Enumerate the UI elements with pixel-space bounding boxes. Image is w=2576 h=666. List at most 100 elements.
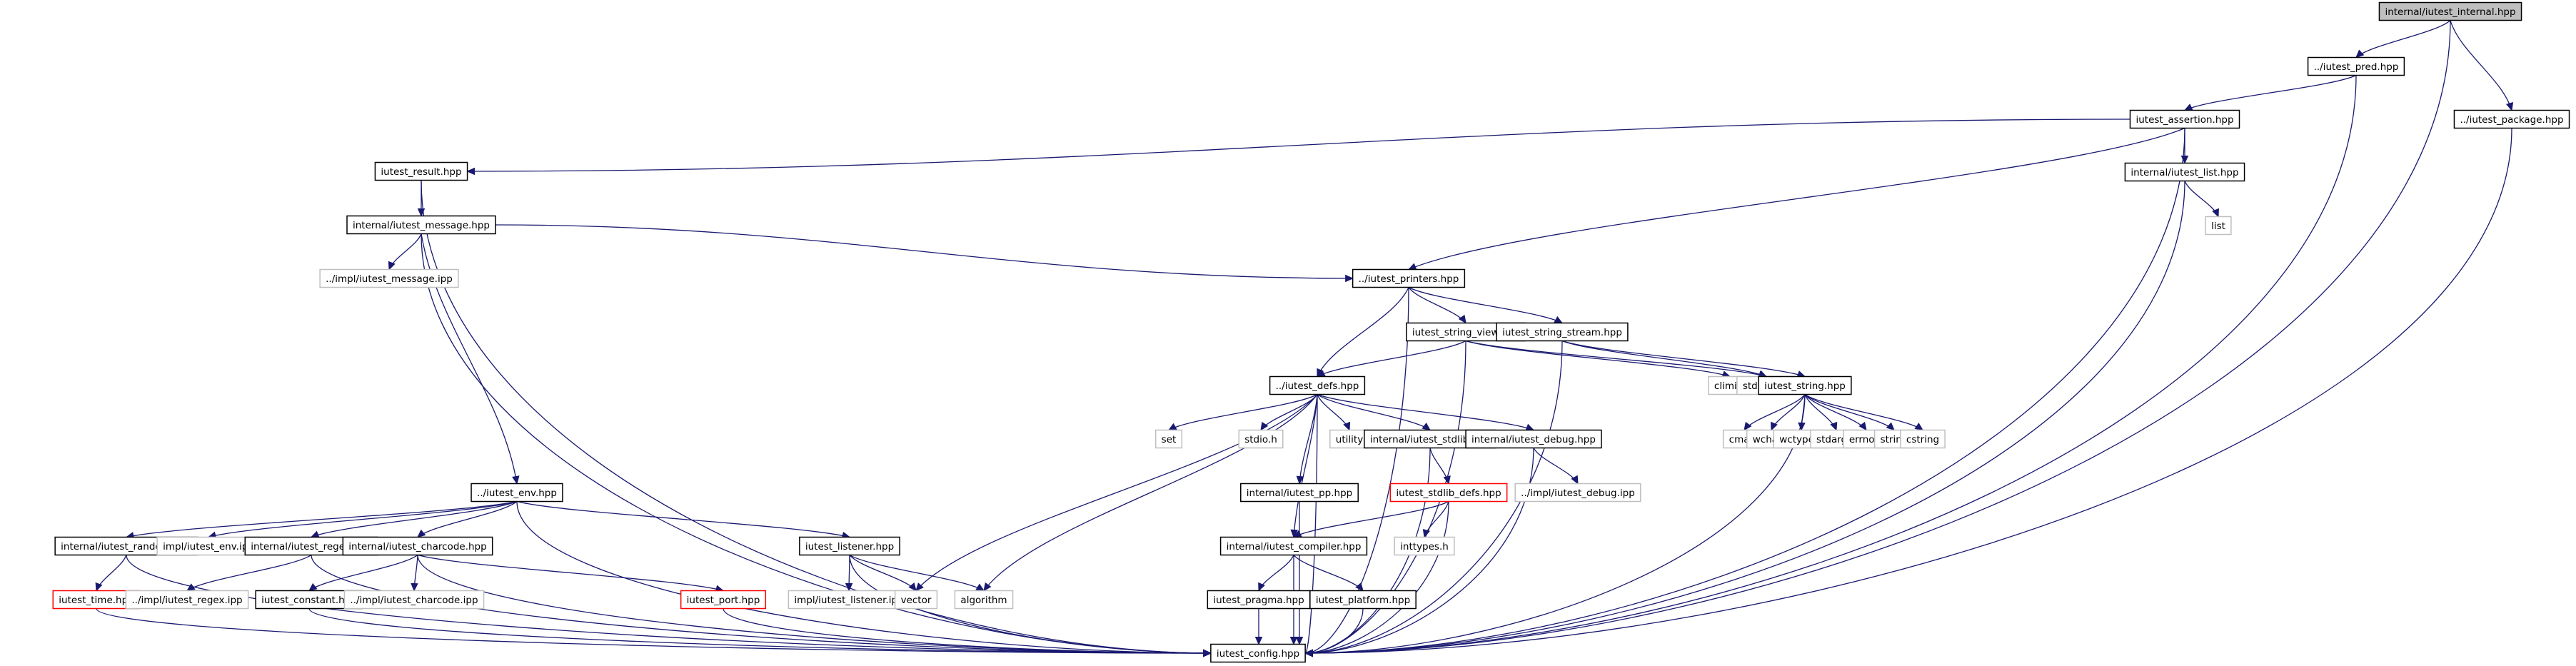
edge-line [849, 555, 917, 591]
node-label: list [2211, 221, 2225, 232]
arrowhead-icon [466, 167, 476, 176]
edge-list-hpp-to-config [1304, 181, 2185, 657]
node-box [374, 161, 468, 181]
node-box [1514, 483, 1641, 503]
node-box [2205, 216, 2232, 236]
edge-message-to-printers [495, 224, 1354, 283]
edge-line [308, 554, 418, 592]
edge-line [417, 554, 724, 592]
arrowhead-icon [1771, 421, 1778, 431]
graph-node-time[interactable]: iutest_time.hpp [52, 590, 141, 610]
edge-string-hpp-to-cstring [1804, 393, 1923, 431]
edge-string-view-to-stdexcept [1465, 340, 1768, 378]
node-box [680, 590, 767, 610]
graph-node-string-hpp[interactable]: iutest_string.hpp [1758, 375, 1852, 395]
graph-node-list-hpp[interactable]: internal/iutest_list.hpp [2124, 162, 2245, 182]
node-label: internal/iutest_regex.hpp [251, 541, 372, 553]
node-label: iutest_assertion.hpp [2135, 114, 2233, 126]
edge-message-to-message-ipp [388, 233, 422, 271]
arrowhead-icon [1914, 423, 1923, 431]
edge-line [1305, 608, 1364, 654]
arrowhead-icon [2183, 104, 2193, 111]
edge-string-stream-to-string-hpp [1561, 340, 1806, 378]
edge-compiler-to-platform [1293, 555, 1364, 592]
graph-node-package[interactable]: ../iutest_package.hpp [2453, 109, 2570, 129]
graph-node-debug[interactable]: internal/iutest_debug.hpp [1465, 429, 1602, 449]
arrowhead-icon [310, 530, 320, 538]
graph-node-pragma[interactable]: iutest_pragma.hpp [1207, 590, 1311, 610]
arrowhead-icon [1458, 314, 1466, 324]
graph-node-assertion[interactable]: iutest_assertion.hpp [2129, 109, 2240, 129]
node-label: ../iutest_defs.hpp [1276, 380, 1359, 392]
arrowhead-icon [1345, 274, 1354, 283]
arrowhead-icon [1554, 316, 1564, 324]
edge-line [1305, 128, 2185, 654]
node-label: internal/iutest_pp.hpp [1247, 488, 1352, 499]
node-label: ../impl/iutest_regex.ipp [131, 595, 242, 606]
graph-node-list: list [2205, 216, 2232, 236]
edge-stdlib-to-stdlib-defs [1429, 448, 1451, 485]
arrowhead-icon [388, 261, 396, 271]
edge-stdlib-defs-to-inttypes [1422, 501, 1449, 538]
edge-defs-to-algorithm [983, 394, 1318, 592]
edge-defs-to-pp [1296, 394, 1318, 485]
graph-node-result[interactable]: iutest_result.hpp [374, 161, 468, 181]
node-label: internal/iutest_stdlib.hpp [1370, 434, 1490, 445]
node-label: algorithm [960, 595, 1007, 606]
edge-line [186, 554, 312, 592]
node-label: iutest_constant.hpp [261, 595, 357, 606]
edge-defs-to-vector [915, 394, 1318, 592]
graph-node-charcode[interactable]: internal/iutest_charcode.hpp [342, 536, 493, 556]
edge-env-to-env-ipp [207, 500, 518, 539]
node-label: iutest_time.hpp [59, 595, 134, 606]
node-label: utility [1336, 434, 1363, 445]
edge-line [311, 500, 518, 538]
graph-node-port[interactable]: iutest_port.hpp [680, 590, 767, 610]
graph-node-env[interactable]: ../iutest_env.hpp [471, 483, 563, 503]
node-box [1238, 429, 1284, 449]
edge-line [467, 118, 2130, 172]
node-label: internal/iutest_message.hpp [353, 220, 490, 231]
graph-node-pred[interactable]: ../iutest_pred.hpp [2307, 56, 2405, 76]
edge-line [915, 394, 1318, 591]
edge-defs-to-config [1304, 394, 1318, 657]
graph-node-debug-ipp: ../impl/iutest_debug.ipp [1514, 483, 1641, 503]
edge-line [2184, 74, 2357, 111]
graph-node-pp[interactable]: internal/iutest_pp.hpp [1240, 483, 1359, 503]
edge-listener-to-listener-ipp [845, 555, 853, 592]
graph-node-internal[interactable]: internal/iutest_internal.hpp [2378, 1, 2522, 21]
node-label: internal/iutest_charcode.hpp [348, 541, 486, 553]
arrowhead-icon [1886, 422, 1895, 431]
edge-assertion-to-printers [1407, 127, 2185, 271]
arrowhead-icon [186, 583, 196, 592]
arrowhead-icon [1355, 582, 1364, 592]
edge-line [1317, 393, 1431, 431]
graph-node-defs[interactable]: ../iutest_defs.hpp [1269, 375, 1366, 395]
arrowhead-icon [1858, 421, 1867, 431]
graph-node-string-stream[interactable]: iutest_string_stream.hpp [1496, 322, 1629, 342]
node-box [2378, 1, 2522, 21]
graph-node-compiler[interactable]: internal/iutest_compiler.hpp [1219, 536, 1368, 556]
graph-node-listener[interactable]: iutest_listener.hpp [799, 536, 900, 556]
graph-node-platform[interactable]: iutest_platform.hpp [1309, 590, 1417, 610]
node-label: iutest_pragma.hpp [1213, 595, 1304, 606]
arrowhead-icon [1443, 475, 1451, 485]
graph-node-message[interactable]: internal/iutest_message.hpp [346, 215, 496, 235]
graph-node-stdlib-defs[interactable]: iutest_stdlib_defs.hpp [1389, 483, 1508, 503]
graph-node-printers[interactable]: ../iutest_printers.hpp [1352, 268, 1466, 288]
edge-line [421, 180, 1211, 654]
edge-env-to-random [125, 500, 518, 540]
node-label: internal/iutest_compiler.hpp [1227, 541, 1362, 553]
node-box [788, 590, 910, 610]
arrowhead-icon [1290, 529, 1299, 538]
edge-stdlib-defs-to-config [1304, 501, 1449, 657]
node-label: ../iutest_package.hpp [2460, 114, 2563, 126]
arrowhead-icon [1167, 423, 1177, 431]
edge-assertion-to-result [466, 118, 2130, 176]
graph-node-config[interactable]: iutest_config.hpp [1210, 643, 1306, 663]
node-box [1394, 536, 1455, 556]
edge-pred-to-assertion [2183, 74, 2357, 111]
edge-line [1804, 394, 1895, 430]
node-label: iutest_result.hpp [381, 166, 461, 178]
